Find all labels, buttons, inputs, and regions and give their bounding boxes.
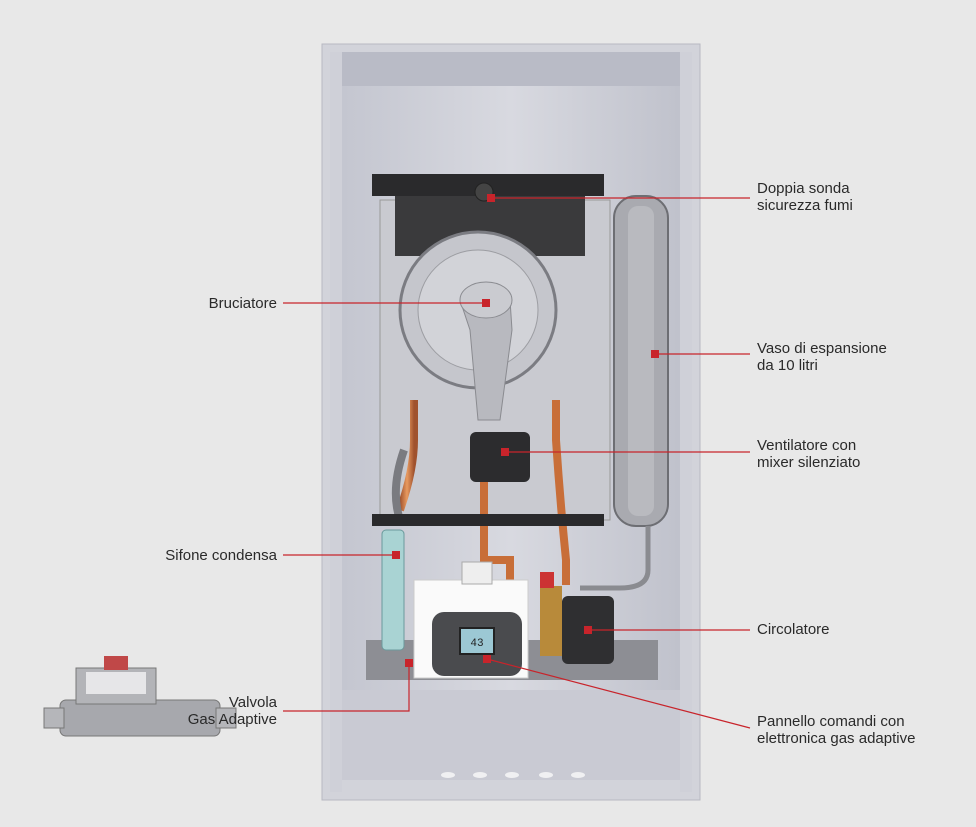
label-circolatore: Circolatore <box>757 621 830 638</box>
condensate-siphon <box>381 529 405 651</box>
display-readout: 43 <box>470 638 483 650</box>
gas-valve-image <box>43 656 237 737</box>
label-sifone: Sifone condensa <box>165 547 277 564</box>
callout-lines <box>283 197 751 729</box>
callout-markers <box>392 194 659 667</box>
label-bruciatore: Bruciatore <box>208 295 277 312</box>
fan <box>470 432 530 482</box>
